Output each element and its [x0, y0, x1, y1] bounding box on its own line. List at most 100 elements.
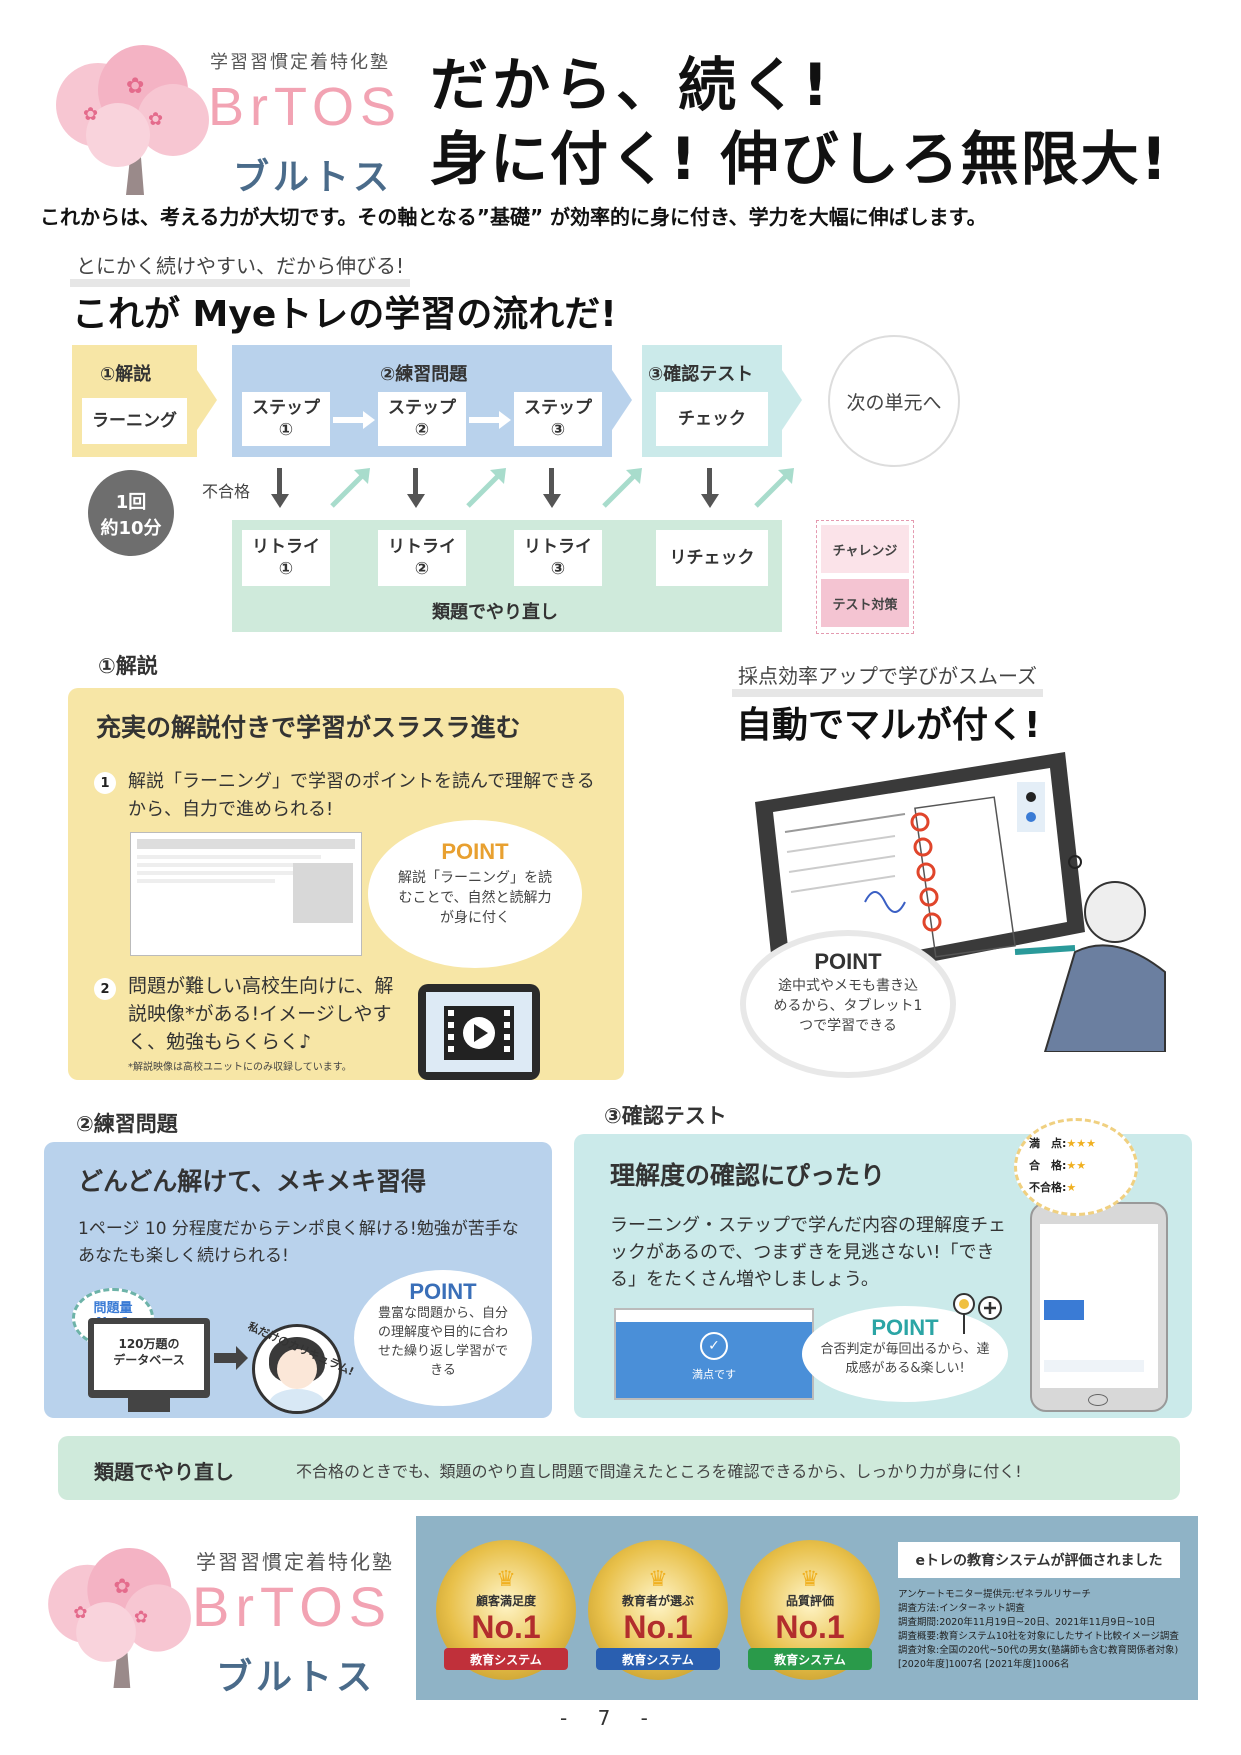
svg-text:✿: ✿ — [83, 104, 98, 125]
video-tablet — [418, 984, 540, 1080]
section1-item2: 問題が難しい高校生向けに、解説映像*がある!イメージしやすく、勉強もらくらく♪ — [128, 975, 394, 1053]
auto-eyebrow: 採点効率アップで学びがスムーズ — [732, 660, 1043, 697]
survey-line: [2020年度]1007名 [2021年度]1006名 — [898, 1659, 1070, 1670]
rating-stars: ★★ — [1066, 1159, 1087, 1172]
item-number-1: 1 — [94, 772, 116, 794]
step-box: ステップ ③ — [514, 392, 602, 446]
cherry-tree-icon: ✿ ✿ ✿ — [48, 1548, 191, 1688]
point-text: 解説「ラーニング」を読むことで、自然と読解力が身に付く — [398, 870, 552, 926]
section1-title: 充実の解説付きで学習がスラスラ進む — [96, 713, 521, 742]
logo-tagline: 学習習慣定着特化塾 — [196, 1550, 394, 1574]
award-no: No.1 — [471, 1608, 541, 1645]
award-badge: ♛ 顧客満足度 No.1 教育システム — [436, 1540, 576, 1680]
section1-item1: 解説「ラーニング」で学習のポイントを読んで理解できるから、自力で進められる! — [128, 771, 595, 820]
award-ribbon: 教育システム — [596, 1648, 720, 1670]
stage1-box: ラーニング — [82, 398, 187, 444]
section1-label: ①解説 — [98, 654, 158, 678]
crown-icon: ♛ — [648, 1566, 668, 1592]
logo-kana: ブルトス — [216, 1657, 377, 1698]
awards-heading: eトレの教育システムが評価されました — [898, 1542, 1180, 1578]
result-screen-text: 満点です — [692, 1368, 736, 1381]
rating-label: 合 格: — [1029, 1159, 1067, 1172]
side-tags: チャレンジ テスト対策 — [816, 520, 914, 634]
auto-title: 自動でマルが付く! — [736, 705, 1041, 746]
arrow-up-right-icon — [602, 468, 642, 508]
arrow-down-icon — [701, 468, 719, 508]
item-number-2: 2 — [94, 978, 116, 1000]
time-line1: 1回 — [115, 492, 147, 513]
arrow-up-right-icon — [466, 468, 506, 508]
step-box: ステップ ① — [242, 392, 330, 446]
check-circle-icon: ✓ — [700, 1332, 728, 1360]
svg-text:✿: ✿ — [134, 1607, 148, 1627]
svg-text:✿: ✿ — [148, 109, 163, 130]
headline-line1: だから、続く! — [430, 51, 833, 119]
section3-desc: ラーニング・ステップで学んだ内容の理解度チェックがあるので、つまずきを見逃さない… — [610, 1215, 1006, 1290]
svg-text:✿: ✿ — [126, 74, 144, 99]
badge-line1: 問題量 — [93, 1301, 133, 1316]
survey-line: 調査概要:教育システム10社を対象にしたサイト比較イメージ調査 — [898, 1631, 1179, 1642]
challenge-tag: チャレンジ — [821, 525, 909, 573]
stage1-label: ①解説 — [100, 364, 152, 385]
time-circle: 1回 約10分 — [88, 470, 174, 556]
fail-label: 不合格 — [202, 482, 251, 501]
retry-box: リトライ ② — [378, 530, 466, 586]
logo-brand: BrTOS — [208, 77, 403, 137]
section2-point-bubble: POINT 豊富な問題から、自分の理解度や目的に合わせた繰り返し学習ができる — [354, 1270, 532, 1406]
section3-title: 理解度の確認にぴったり — [610, 1161, 886, 1190]
point-text: 豊富な問題から、自分の理解度や目的に合わせた繰り返し学習ができる — [377, 1306, 508, 1378]
stage3-label: ③確認テスト — [648, 364, 754, 385]
arrow-right-icon — [333, 411, 375, 429]
retry-bar-label: 類題でやり直し — [94, 1460, 234, 1484]
retry-box: リトライ ① — [242, 530, 330, 586]
rating-stars: ★★★ — [1066, 1137, 1096, 1150]
award-top: 教育者が選ぶ — [621, 1593, 694, 1608]
retry-bar — [58, 1436, 1180, 1500]
svg-text:✿: ✿ — [73, 1602, 87, 1622]
database-label: 120万題の データベース — [113, 1337, 185, 1367]
svg-text:✿: ✿ — [113, 1574, 130, 1598]
arrow-right-icon — [469, 411, 511, 429]
point-title: POINT — [409, 1279, 477, 1304]
section2-title: どんどん解けて、メキメキ習得 — [78, 1167, 427, 1196]
arrow-down-icon — [543, 468, 561, 508]
retry-box: リトライ ③ — [514, 530, 602, 586]
flow-eyebrow: とにかく続けやすい、だから伸びる! — [70, 250, 411, 287]
arrow-right-icon — [214, 1346, 248, 1370]
survey-details: アンケートモニター提供元:ゼネラルリサーチ 調査方法:インターネット調査 調査期… — [898, 1588, 1194, 1672]
point-title: POINT — [871, 1315, 939, 1340]
award-top: 顧客満足度 — [475, 1593, 536, 1608]
crown-icon: ♛ — [496, 1566, 516, 1592]
rating-label: 不合格: — [1029, 1181, 1067, 1194]
logo-brand: BrTOS — [192, 1575, 393, 1638]
chevron-right-icon — [782, 370, 802, 430]
award-ribbon: 教育システム — [748, 1648, 872, 1670]
rating-row: 不合格:★ — [1029, 1179, 1076, 1195]
recheck-box: リチェック — [656, 530, 768, 586]
point-text: 途中式やメモも書き込めるから、タブレット1つで学習できる — [773, 978, 923, 1034]
brtos-logo-bottom: ✿ ✿ ✿ 学習習慣定着特化塾 BrTOS ブルトス — [40, 1538, 410, 1698]
chevron-right-icon — [612, 370, 632, 430]
flow-title: これが Myeトレの学習の流れだ! — [72, 294, 617, 335]
monitor-stand — [128, 1398, 170, 1412]
student-avatar — [252, 1324, 342, 1414]
logo-tagline: 学習習慣定着特化塾 — [210, 52, 390, 73]
section2-desc: 1ページ 10 分程度だからテンポ良く解ける!勉強が苦手なあなたも楽しく続けられ… — [78, 1219, 519, 1266]
rating-label: 満 点: — [1029, 1137, 1067, 1150]
award-top: 品質評価 — [785, 1593, 834, 1608]
award-badge: ♛ 品質評価 No.1 教育システム — [740, 1540, 880, 1680]
brtos-logo-top: ✿ ✿ ✿ 学習習慣定着特化塾 BrTOS ブルトス — [48, 40, 418, 200]
time-line2: 約10分 — [100, 518, 162, 539]
magnifier-plus-icon — [953, 1293, 1002, 1334]
stage2-label: ②練習問題 — [380, 364, 468, 385]
next-unit-label: 次の単元へ — [846, 391, 942, 414]
retry-label: 類題でやり直し — [432, 602, 558, 623]
chevron-right-icon — [197, 370, 217, 430]
arrow-down-icon — [407, 468, 425, 508]
rating-card: 満 点:★★★ 合 格:★★ 不合格:★ — [1014, 1118, 1138, 1216]
section2-label: ②練習問題 — [76, 1112, 178, 1136]
result-screen: ✓ 満点です — [614, 1308, 814, 1400]
crown-icon: ♛ — [800, 1566, 820, 1592]
section3-point-bubble: POINT 合否判定が毎回出るから、達成感がある&楽しい! — [802, 1306, 1008, 1402]
rating-stars: ★ — [1066, 1181, 1077, 1194]
